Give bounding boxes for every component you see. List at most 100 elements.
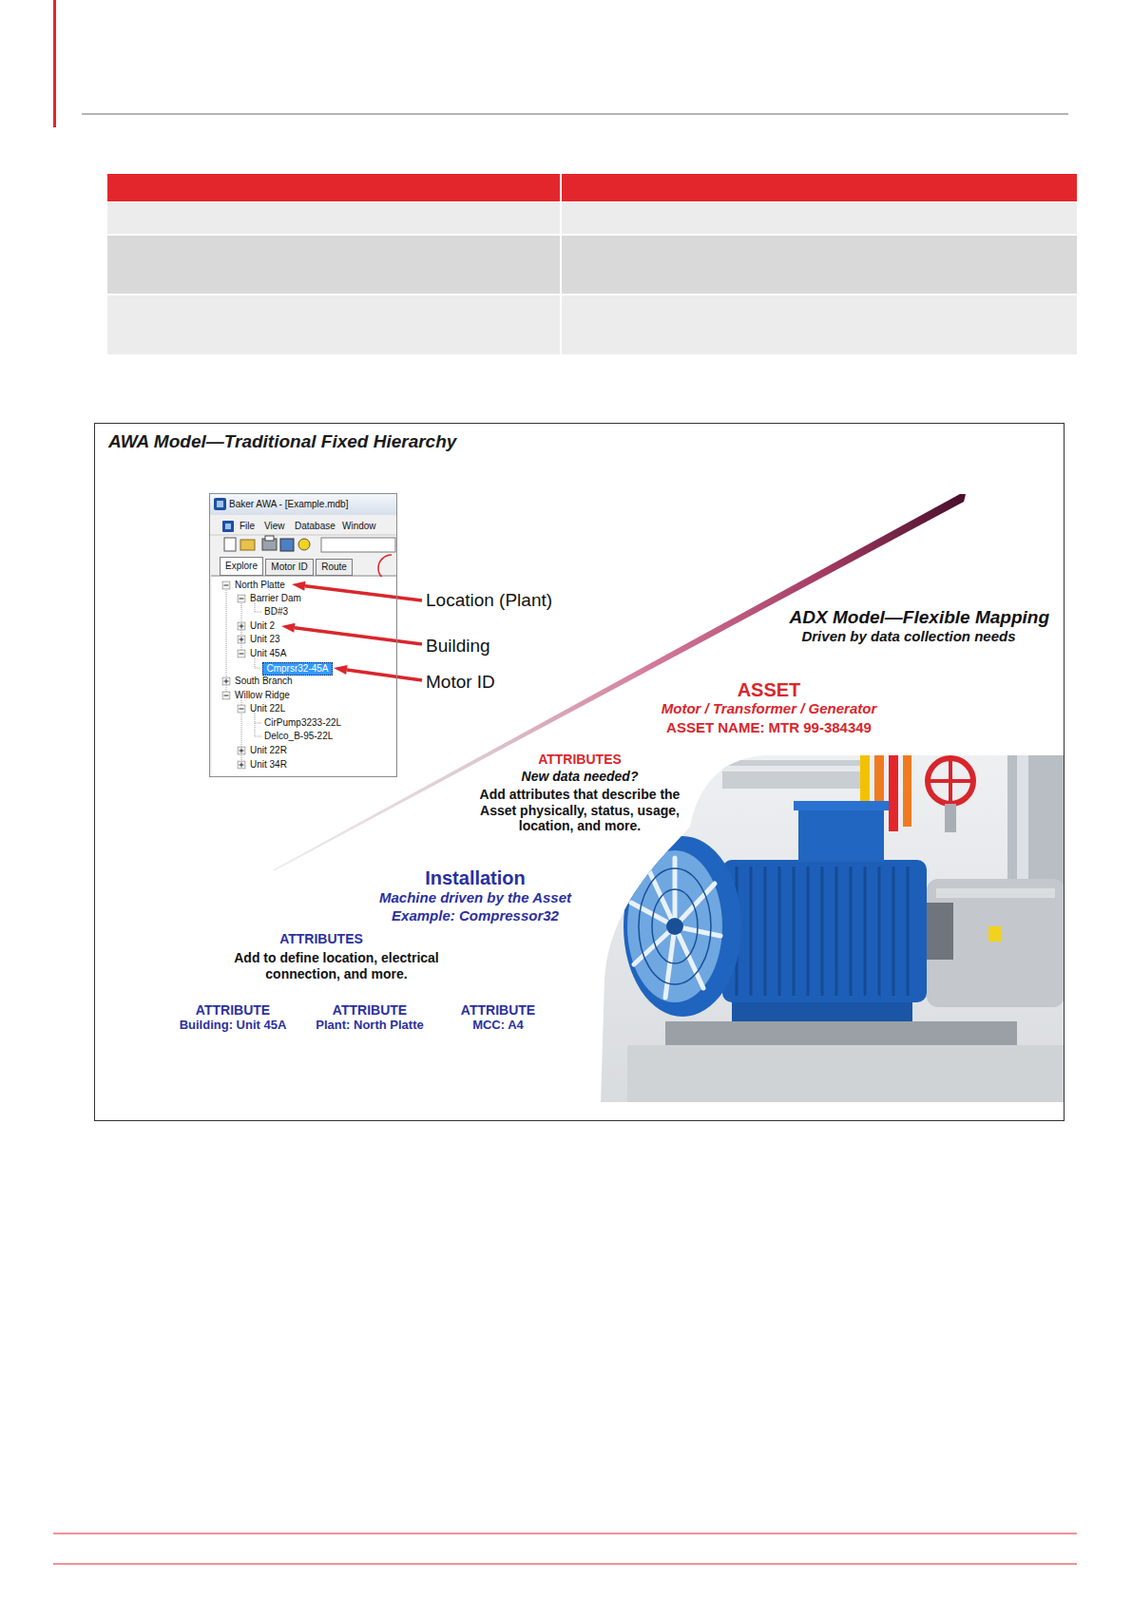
empty-table-part [107,173,560,202]
node-text: AWA Model—Traditional Fixed Hierarchy [108,431,457,453]
menu-item: Window [342,520,377,533]
callout-arrows-part [281,623,296,634]
empty-table-part [107,235,560,294]
empty-table [107,173,1077,355]
tree-item: CirPump3233-22L [264,717,342,730]
page-header-part [81,114,1069,116]
node-text: Cmprsr32-45A [266,663,328,675]
motor-photo-part [722,760,865,789]
callout-arrows-part [305,586,423,601]
empty-table-part [561,202,1077,234]
menu-item: Database [294,520,336,533]
empty-table-part [107,295,560,355]
menu-item: View [264,520,286,533]
page-footer [53,1534,1077,1565]
software-screenshot-part-part [254,612,262,614]
software-screenshot-part [265,536,274,541]
software-screenshot-part [237,594,246,603]
tree-item: Willow Ridge [234,690,290,702]
node-text: Motor ID [270,561,307,574]
motor-photo-part [927,758,974,805]
page-header-part [53,0,57,128]
installation-note: Machine driven by the Asset [379,889,572,907]
motor-photo-part [666,918,684,936]
callout-arrows-part [346,670,423,681]
software-screenshot-part [237,761,246,769]
software-screenshot-part [224,537,236,552]
motor-photo-part [926,902,954,960]
motor-photo-part [798,807,884,863]
attributes-heading: ATTRIBUTES [537,751,622,768]
empty-table-part [561,173,1077,202]
menu-item: File [239,520,255,533]
software-screenshot-part [210,535,397,537]
node-text: Route [321,561,347,574]
section-subheading: Driven by data collection needs [801,628,1016,646]
software-screenshot-part [211,576,396,778]
motor-photo-part [926,879,1065,1008]
node-text: Explore [225,560,258,573]
software-screenshot-part [280,538,294,552]
tree-item: North Platte [234,579,286,592]
motor-photo-part-part [749,866,753,997]
asset-name: ASSET NAME: MTR 99-384349 [666,719,872,737]
motor-photo-part-part [646,864,675,927]
motor-photo-part [888,750,899,832]
empty-table-part [561,295,1077,355]
attributes-heading: ATTRIBUTES [279,931,364,948]
motor-photo-part-part [638,868,711,985]
motor-photo-part-part [863,866,867,997]
tree-item: Unit 23 [249,633,281,646]
tree-item: Unit 45A [249,648,287,660]
diagonal-divider [273,494,966,872]
motor-photo-part-part [764,866,768,997]
installation-example: Example: Compressor32 [391,907,559,925]
empty-table-part [561,235,1077,294]
attribute-value: Building: Unit 45A [179,1017,288,1034]
motor-photo-part-part [806,866,810,997]
page-footer-part [53,1534,1077,1535]
motor-photo-part-part [906,866,910,997]
software-screenshot-part-part [254,713,256,737]
attributes-note: Add to define location, electrical conne… [213,950,460,983]
attribute-value: MCC: A4 [472,1017,524,1034]
software-screenshot-part [321,537,396,553]
motor-photo-part [793,801,889,811]
software-screenshot-part [237,622,246,631]
asset-heading: ASSET [737,678,802,702]
attributes-question: New data needed? [521,768,639,786]
software-screenshot-part [210,494,397,516]
motor-photo-part [638,868,711,985]
motor-photo-part [936,888,1056,899]
page-header [53,0,1069,128]
callout-arrows-part [291,581,307,592]
software-screenshot-part [237,747,246,755]
motor-photo-part [665,1021,1017,1046]
motor-photo-part [627,850,723,1003]
installation-heading: Installation [424,866,526,890]
motor-photo-part [736,866,908,997]
motor-photo-part [902,750,912,827]
tab: Motor ID [265,558,314,576]
motor-photo-part-part [652,889,698,964]
tree-item: Unit 34R [249,759,288,771]
tree-item: Unit 22R [249,745,288,757]
software-screenshot-part [216,500,224,508]
motor-photo-part [722,766,865,772]
section-heading: ADX Model—Flexible Mapping [789,607,1050,630]
callout-label: Building [425,635,491,658]
tree-item: Barrier Dam [249,593,302,605]
motor-photo-part-part [892,866,896,997]
motor-photo-part [988,926,1001,942]
software-screenshot-part-part [254,668,261,670]
software-screenshot-part-part [254,736,262,738]
callout-arrows-part [294,628,423,645]
empty-table-part [107,202,560,234]
motor-photo-part [631,858,721,998]
diagonal-divider-part [273,494,966,872]
software-screenshot-part [298,538,310,551]
tab: Explore [219,556,264,576]
attributes-note: Add attributes that describe the Asset p… [478,786,683,835]
motor-photo-part-part [821,866,825,997]
